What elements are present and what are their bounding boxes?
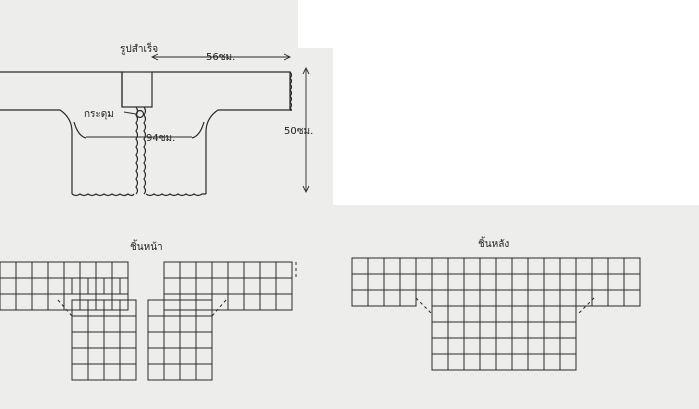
grid-cell xyxy=(275,293,293,311)
length-label: 50ซม. xyxy=(284,126,313,137)
back-piece xyxy=(351,257,641,371)
back-title: ชิ้นหลัง xyxy=(478,236,509,250)
grid-cell xyxy=(195,277,213,295)
front-opening xyxy=(135,106,147,195)
finished-title: รูปสำเร็จ xyxy=(120,41,158,55)
grid-cell xyxy=(119,363,137,381)
front-right-neck-dash xyxy=(211,262,297,317)
front-left-grid xyxy=(0,261,137,381)
front-right-grid xyxy=(147,261,293,381)
front-left-neck-dash xyxy=(57,262,129,317)
grid-cell xyxy=(559,353,577,371)
front-title: ชิ้นหน้า xyxy=(130,239,163,253)
grid-cell xyxy=(623,289,641,307)
body-width-label: 94ซม. xyxy=(146,133,175,144)
hem-edge xyxy=(71,193,206,197)
underarm-curve-left xyxy=(73,121,87,139)
grid-cell xyxy=(103,277,121,295)
grid-cell xyxy=(195,363,213,381)
button-icon xyxy=(135,109,145,119)
front-pieces xyxy=(0,261,297,381)
back-grid xyxy=(351,257,641,371)
garment-right-outline xyxy=(152,71,291,194)
button-label: กระดุม xyxy=(84,109,114,120)
back-neck-dash xyxy=(415,257,595,315)
garment-left-outline xyxy=(0,71,123,194)
sleeve-width-label: 56ซม. xyxy=(206,52,235,63)
cuff-edge xyxy=(289,71,293,111)
finished-garment xyxy=(0,53,310,197)
underarm-curve-right xyxy=(191,121,205,139)
